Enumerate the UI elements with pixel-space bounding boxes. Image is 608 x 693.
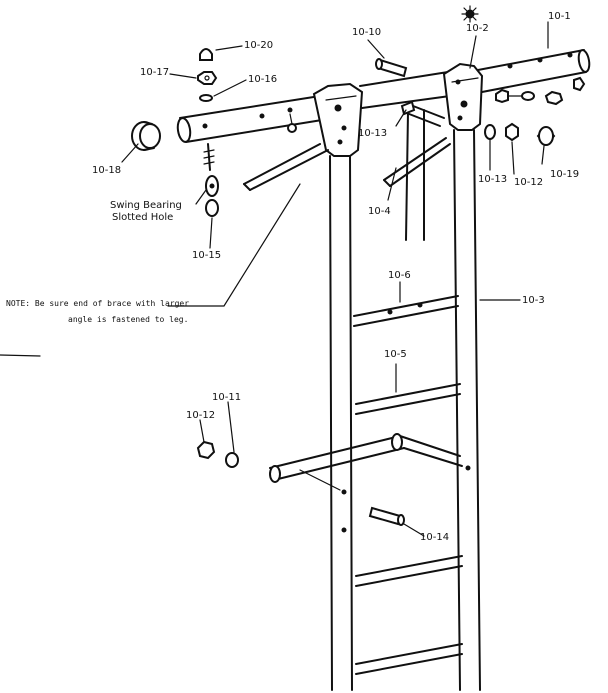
part-10-11-washer-lower [225, 452, 239, 468]
brace-right [383, 103, 451, 187]
label-10-16: 10-16 [248, 74, 277, 85]
left-leg [329, 155, 353, 691]
label-10-12-upper: 10-12 [514, 177, 543, 188]
top-beam-right [477, 49, 591, 93]
rung-lower-2 [355, 643, 463, 675]
label-10-3: 10-3 [522, 295, 545, 306]
rung-lower-1 [355, 555, 463, 587]
label-10-1: 10-1 [548, 11, 571, 22]
label-10-17: 10-17 [140, 67, 169, 78]
part-10-15-swing-bearing [203, 143, 219, 217]
top-beam-middle [359, 71, 451, 109]
part-10-19-cap-right [536, 126, 556, 146]
label-10-6: 10-6 [388, 270, 411, 281]
right-leg-bracket [442, 62, 484, 131]
label-10-19: 10-19 [550, 169, 579, 180]
label-10-4: 10-4 [368, 206, 391, 217]
label-10-13-right: 10-13 [478, 174, 507, 185]
right-hardware-set [495, 76, 586, 106]
part-labels: 10-20 10-17 10-16 10-18 10-10 10-2 10-1 … [92, 11, 579, 543]
part-10-16-washer [199, 94, 213, 102]
label-10-18: 10-18 [92, 165, 121, 176]
right-leg [453, 129, 481, 691]
part-10-13-bolt-left [400, 100, 416, 116]
part-10-12-nut-lower [196, 440, 216, 460]
swing-bearing-line1: Swing Bearing [110, 200, 182, 211]
label-10-20: 10-20 [244, 40, 273, 51]
left-leg-bracket [312, 82, 364, 157]
part-10-12-nut-right [505, 122, 519, 142]
mark-icon [461, 5, 479, 23]
label-10-10: 10-10 [352, 27, 381, 38]
brace-left [243, 143, 329, 191]
label-10-11: 10-11 [212, 392, 241, 403]
part-10-13-washer-right [484, 124, 496, 140]
rear-leg [405, 109, 425, 241]
leader-lines [0, 21, 549, 537]
part-10-20-acorn-nut [199, 48, 213, 61]
part-10-17-nut [197, 71, 218, 85]
label-10-15: 10-15 [192, 250, 221, 261]
label-10-14: 10-14 [420, 532, 449, 543]
note-line2: angle is fastened to leg. [68, 315, 188, 324]
label-10-5: 10-5 [384, 349, 407, 360]
label-10-12-lower: 10-12 [186, 410, 215, 421]
swing-bearing-callout: Swing Bearing Slotted Hole [110, 200, 182, 223]
swing-bearing-line2: Slotted Hole [112, 212, 173, 223]
note-line1: NOTE: Be sure end of brace with larger [6, 299, 189, 308]
top-beam-left [176, 95, 323, 143]
part-10-14-bolt [368, 506, 405, 526]
rung-10-5 [355, 383, 461, 415]
eye-bolt [287, 113, 297, 133]
part-10-18-end-cap [131, 121, 161, 151]
label-10-2: 10-2 [466, 23, 489, 34]
rung-10-6 [353, 295, 459, 327]
assembly-note: NOTE: Be sure end of brace with larger a… [6, 299, 189, 324]
lower-crossbar [269, 433, 463, 533]
part-10-10-bolt [375, 58, 408, 78]
label-10-13-left: 10-13 [358, 128, 387, 139]
